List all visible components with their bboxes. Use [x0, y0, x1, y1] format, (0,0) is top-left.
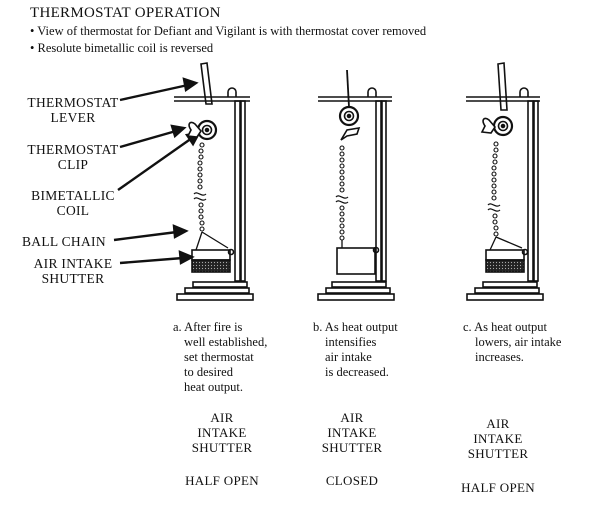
label-ball-chain: BALL CHAIN: [22, 234, 106, 249]
arrow-ball-chain: [113, 224, 189, 242]
caption-panel-a: a. After fire is well established, set t…: [173, 320, 268, 394]
arrow-thermostat-clip: [119, 124, 187, 149]
panel-a-illustration: [174, 62, 254, 301]
shutter-state-panel-b: CLOSED: [325, 473, 379, 488]
caption-panel-b: b. As heat output intensifies air intake…: [313, 320, 398, 379]
note-resolute: • Resolute bimetallic coil is reversed: [30, 41, 214, 55]
panel-c-illustration: [466, 62, 544, 301]
panel-b-illustration: [317, 69, 395, 301]
caption-panel-c: c. As heat output lowers, air intake inc…: [463, 320, 562, 364]
arrow-bimetallic-coil: [117, 131, 202, 191]
callout-arrows: [113, 77, 202, 265]
shutter-state-panel-c: HALF OPEN: [461, 480, 535, 495]
panel-c-chain: [491, 141, 499, 237]
panel-b-chain: [339, 145, 345, 241]
arrow-air-intake-shutter: [119, 250, 195, 265]
note-defiant-vigilant: • View of thermostat for Defiant and Vig…: [30, 24, 427, 38]
page-title: THERMOSTAT OPERATION: [30, 5, 221, 21]
shutter-state-panel-a: HALF OPEN: [185, 473, 259, 488]
panel-a-chain: [197, 142, 205, 232]
arrow-thermostat-lever: [119, 77, 199, 102]
